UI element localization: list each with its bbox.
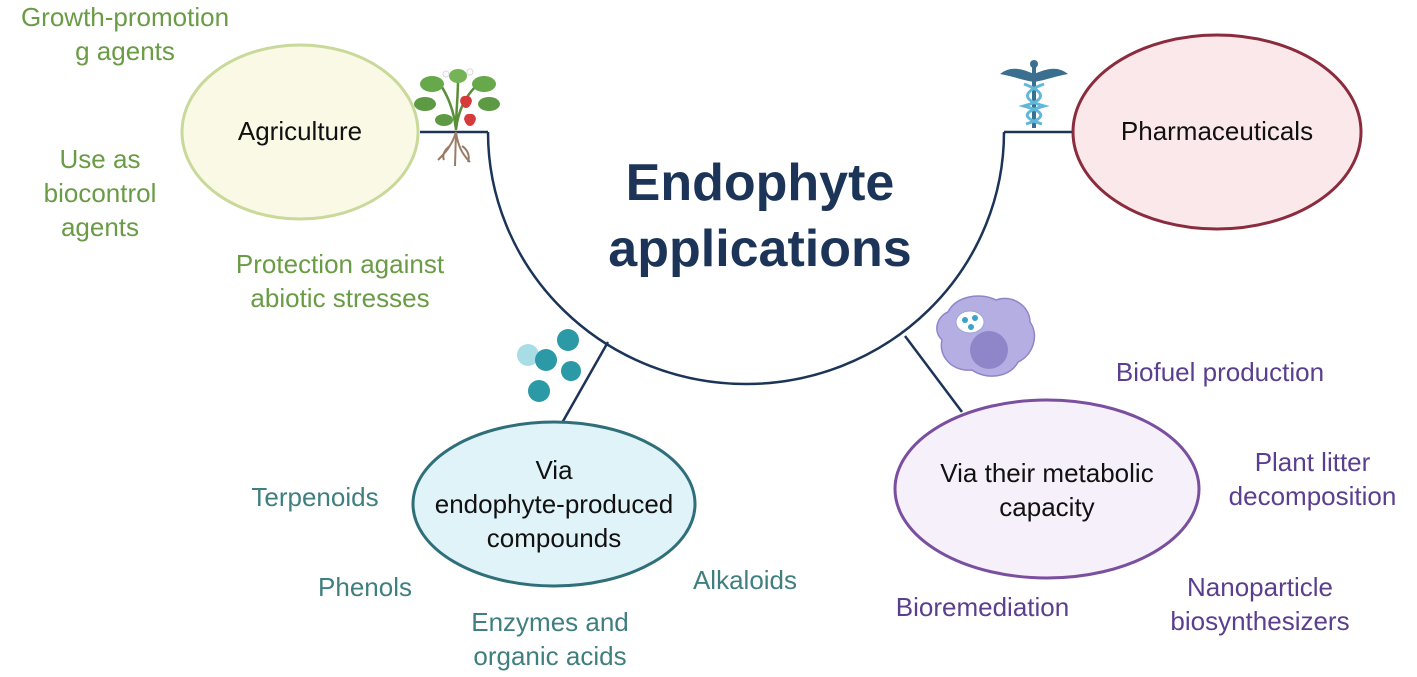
- terpenoids-text: Terpenoids: [251, 482, 379, 512]
- connector-metabolic: [904, 335, 963, 413]
- nanoparticle-text: Nanoparticle biosynthesizers: [1145, 570, 1375, 638]
- nano-line-1: Nanoparticle: [1187, 572, 1333, 602]
- biocontrol-text: Use as biocontrol agents: [20, 142, 180, 244]
- connector-compounds: [560, 341, 610, 424]
- compounds-node: [411, 420, 697, 588]
- plant-litter-text: Plant litter decomposition: [1210, 445, 1415, 513]
- growth-line-1: Growth-promotion: [20, 2, 230, 32]
- biocontrol-line-3: agents: [60, 212, 140, 242]
- title-line-1: Endophyte: [625, 154, 895, 212]
- main-arc: [486, 131, 1006, 386]
- enzymes-text: Enzymes and organic acids: [440, 605, 660, 673]
- protection-line-2: abiotic stresses: [250, 283, 430, 313]
- compounds-label: Via endophyte-produced compounds: [414, 453, 694, 555]
- alkaloids-text: Alkaloids: [692, 565, 798, 595]
- pharmaceuticals-label: Pharmaceuticals: [1120, 116, 1314, 146]
- enzymes-line-1: Enzymes and: [471, 607, 629, 637]
- phenols-text: Phenols: [318, 572, 412, 602]
- compounds-label-line-3: compounds: [486, 523, 622, 553]
- nano-line-2: biosynthesizers: [1170, 606, 1350, 636]
- title-line-2: applications: [608, 220, 912, 278]
- pharmaceuticals-node: [1071, 33, 1363, 231]
- cell-icon: [936, 295, 1036, 377]
- metabolic-label-line-2: capacity: [999, 492, 1095, 522]
- biocontrol-line-1: Use as: [59, 144, 141, 174]
- growth-promotion-text: Growth-promotion g agents: [0, 0, 250, 68]
- compounds-label-line-1: Via: [535, 455, 573, 485]
- metabolic-label: Via their metabolic capacity: [897, 456, 1197, 524]
- caduceus-icon: [1000, 60, 1068, 128]
- biofuel-text: Biofuel production: [1115, 357, 1325, 387]
- bioremediation-text: Bioremediation: [895, 592, 1070, 622]
- metabolic-label-line-1: Via their metabolic: [940, 458, 1154, 488]
- growth-line-2: g agents: [75, 36, 175, 66]
- litter-line-2: decomposition: [1228, 481, 1397, 511]
- biocontrol-line-2: biocontrol: [43, 178, 157, 208]
- agriculture-node: [180, 43, 420, 221]
- litter-line-1: Plant litter: [1254, 447, 1371, 477]
- protection-line-1: Protection against: [235, 249, 445, 279]
- metabolic-node: [893, 398, 1201, 580]
- agriculture-label: Agriculture: [237, 116, 363, 146]
- enzymes-line-2: organic acids: [473, 641, 627, 671]
- molecules-icon: [517, 329, 581, 402]
- protection-text: Protection against abiotic stresses: [210, 247, 470, 315]
- diagram-title: Endophyte applications: [560, 150, 960, 282]
- plant-icon: [414, 68, 500, 167]
- compounds-label-line-2: endophyte-produced: [434, 489, 674, 519]
